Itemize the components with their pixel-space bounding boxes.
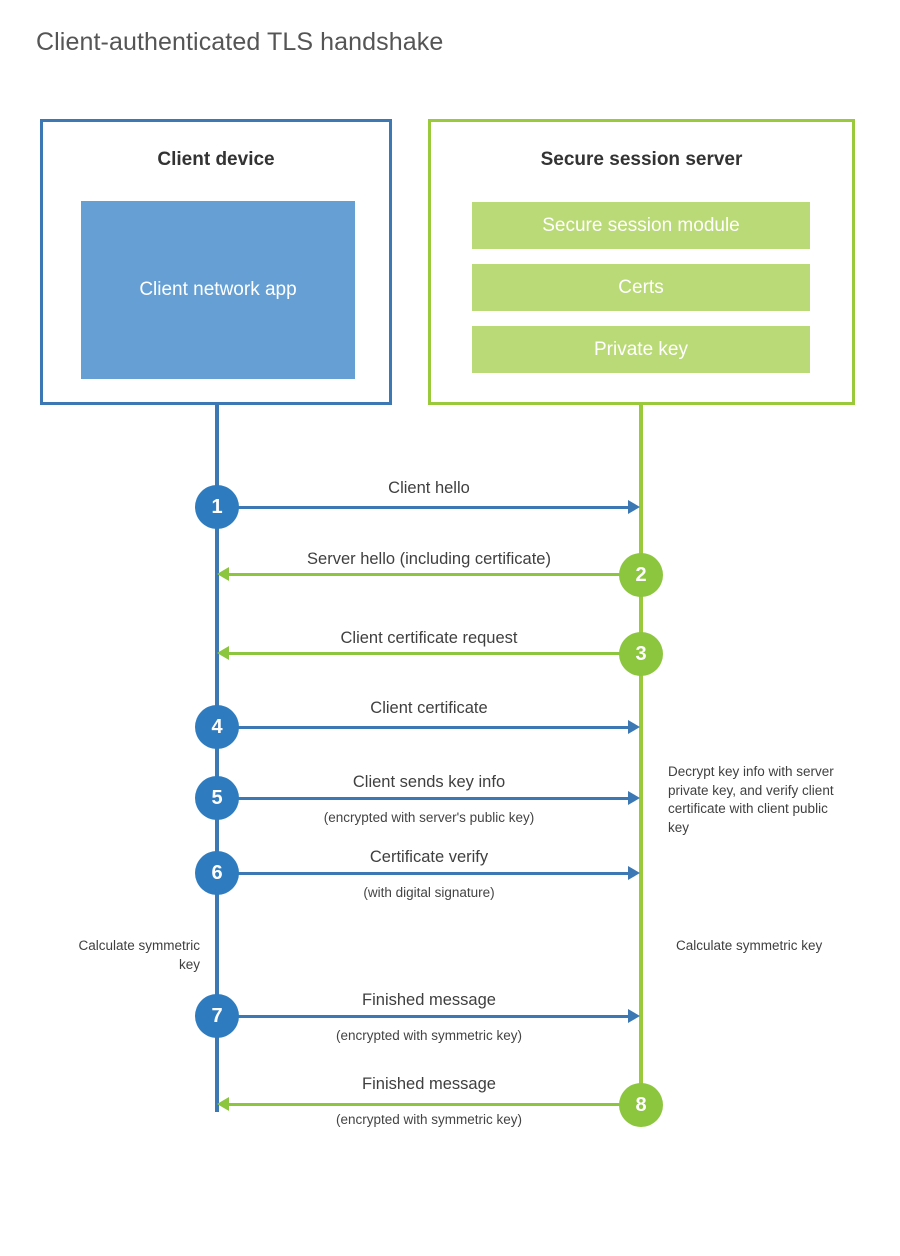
step-4-arrow-head [628,720,640,734]
step-2-arrow-head [217,567,229,581]
step-3-arrow-head [217,646,229,660]
step-7-arrow-line [217,1015,628,1018]
step-8-arrow-line [228,1103,641,1106]
step-5-arrow-head [628,791,640,805]
step-6-label: Certificate verify [369,848,489,866]
client-lifeline [215,405,219,1112]
step-5-sublabel: (encrypted with server's public key) [323,810,535,825]
step-8-arrow-head [217,1097,229,1111]
step-5-label: Client sends key info [352,773,506,791]
step-8-label: Finished message [362,1075,496,1093]
step-2-circle: 2 [619,553,663,597]
step-7-arrow-head [628,1009,640,1023]
server-component-certs: Certs [472,264,810,311]
client-device-box: Client device Client network app [40,119,392,405]
step-4-arrow-line [217,726,628,729]
step-5-arrow-line [217,797,628,800]
step-6-arrow-head [628,866,640,880]
server-calculate-symmetric-key-note: Calculate symmetric key [676,938,823,953]
server-decrypt-note: Decrypt key info with server private key… [668,764,834,835]
server-component-secure-session-module: Secure session module [472,202,810,249]
page-title: Client-authenticated TLS handshake [36,28,444,56]
client-network-app-block: Client network app [81,201,355,379]
step-4-label: Client certificate [370,699,488,717]
step-6-arrow-line [217,872,628,875]
step-1-circle: 1 [195,485,239,529]
server-lifeline [639,405,643,1107]
server-component-private-key: Private key [472,326,810,373]
step-8-sublabel: (encrypted with symmetric key) [335,1112,523,1127]
step-6-sublabel: (with digital signature) [363,885,495,900]
step-8-circle: 8 [619,1083,663,1127]
secure-session-server-box: Secure session server Secure session mod… [428,119,855,405]
step-3-label: Client certificate request [340,629,518,647]
step-3-circle: 3 [619,632,663,676]
step-5-circle: 5 [195,776,239,820]
step-3-arrow-line [228,652,641,655]
step-7-circle: 7 [195,994,239,1038]
client-calculate-symmetric-key-note: Calculate symmetric key [78,938,200,972]
step-6-circle: 6 [195,851,239,895]
step-1-arrow-line [217,506,628,509]
step-4-circle: 4 [195,705,239,749]
step-1-label: Client hello [388,479,470,497]
step-1-arrow-head [628,500,640,514]
client-device-title: Client device [157,149,275,170]
secure-session-server-title: Secure session server [540,149,743,170]
step-7-sublabel: (encrypted with symmetric key) [335,1028,523,1043]
step-2-label: Server hello (including certificate) [307,550,551,568]
step-7-label: Finished message [362,991,496,1009]
step-2-arrow-line [228,573,641,576]
